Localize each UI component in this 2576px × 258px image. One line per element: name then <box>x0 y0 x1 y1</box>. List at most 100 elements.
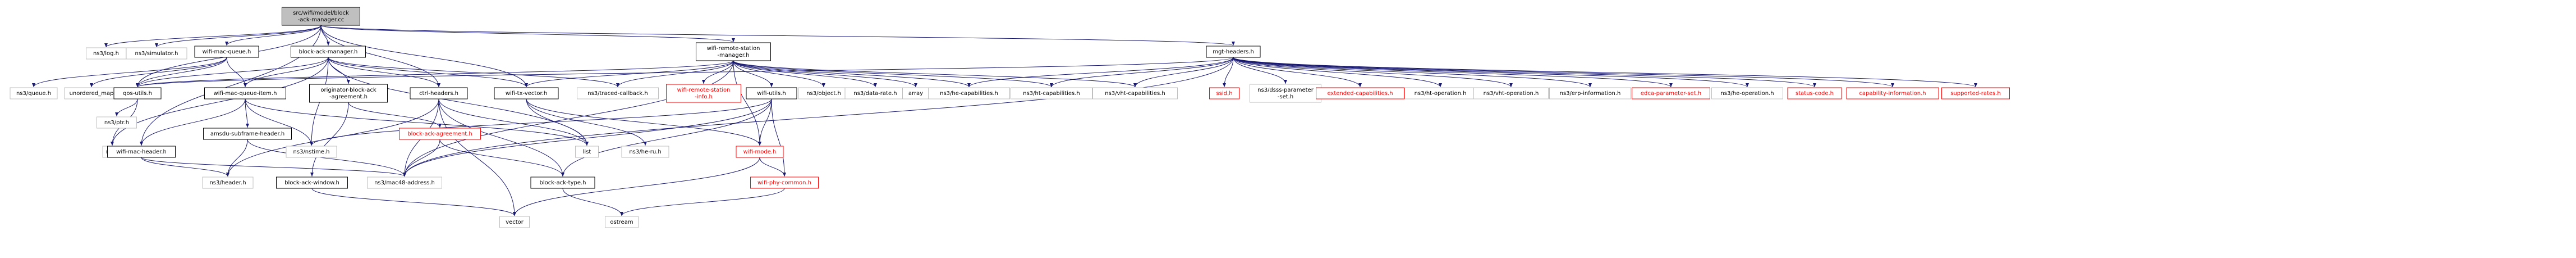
node-suprates[interactable]: supported-rates.h <box>1941 87 2010 99</box>
dependency-edges <box>32 25 1977 216</box>
node-box <box>1250 84 1321 103</box>
edge-wrsm-to-obj <box>733 60 825 88</box>
node-box <box>202 176 254 189</box>
node-list[interactable]: list <box>575 146 599 158</box>
node-bam[interactable]: block-ack-manager.h <box>291 46 366 58</box>
edge-ctrl-to-list <box>438 98 589 146</box>
node-tcb[interactable]: ns3/traced-callback.h <box>577 87 659 99</box>
node-label-line: ns3/dsss-parameter <box>1257 87 1314 93</box>
node-amsdu[interactable]: amsdu-subframe-header.h <box>203 128 292 140</box>
node-label-line: wifi-mac-queue.h <box>203 49 251 55</box>
node-batype[interactable]: block-ack-type.h <box>530 176 595 189</box>
edge-ctrl-to-vector <box>438 98 516 216</box>
node-wrsm[interactable]: wifi-remote-station-manager.h <box>696 42 771 61</box>
edge-mgt-to-extcap <box>1233 57 1362 88</box>
edge-amsdu-to-mac48 <box>247 139 406 177</box>
node-htop[interactable]: ns3/ht-operation.h <box>1404 87 1476 99</box>
edge-root-to-simulator <box>155 25 322 48</box>
node-box <box>367 176 442 189</box>
dependency-nodes: src/wifi/model/block-ack-manager.ccns3/l… <box>10 7 2010 228</box>
edge-wrsm-to-vhtcap <box>733 60 1137 88</box>
node-mgt[interactable]: mgt-headers.h <box>1206 46 1261 58</box>
node-extcap[interactable]: extended-capabilities.h <box>1316 87 1404 99</box>
edge-wmh-to-mac48 <box>141 157 406 177</box>
node-baa[interactable]: block-ack-agreement.h <box>399 128 481 140</box>
node-label-line: block-ack-manager.h <box>299 49 358 55</box>
edge-amsdu-to-header <box>226 139 248 177</box>
node-label-line: ns3/object.h <box>806 90 841 97</box>
node-capinfo[interactable]: capability-information.h <box>1846 87 1939 99</box>
edge-wtv-to-heru <box>526 98 647 146</box>
node-obaa[interactable]: originator-block-ack-agreement.h <box>309 84 388 103</box>
node-box <box>1209 87 1239 99</box>
node-array[interactable]: array <box>902 87 929 99</box>
node-wutils[interactable]: wifi-utils.h <box>746 87 797 99</box>
node-htcap[interactable]: ns3/ht-capabilities.h <box>1011 87 1092 99</box>
node-baw[interactable]: block-ack-window.h <box>276 176 348 189</box>
edge-wutils-to-wpc <box>771 98 786 177</box>
edge-wmode-to-wpc <box>759 157 786 177</box>
node-mac48[interactable]: ns3/mac48-address.h <box>367 176 442 189</box>
node-box <box>291 46 366 58</box>
edge-batype-to-ostream <box>562 188 623 216</box>
node-wmq[interactable]: wifi-mac-queue.h <box>194 46 259 58</box>
node-label-line: ns3/mac48-address.h <box>374 180 435 186</box>
node-box <box>410 87 468 99</box>
node-box <box>10 87 58 99</box>
node-ctrl[interactable]: ctrl-headers.h <box>410 87 468 99</box>
node-wtv[interactable]: wifi-tx-vector.h <box>494 87 559 99</box>
node-drate[interactable]: ns3/data-rate.h <box>844 87 906 99</box>
node-box <box>494 87 559 99</box>
node-umap[interactable]: unordered_map <box>64 87 119 99</box>
node-wmqi[interactable]: wifi-mac-queue-item.h <box>204 87 286 99</box>
node-queue[interactable]: ns3/queue.h <box>10 87 58 99</box>
node-header[interactable]: ns3/header.h <box>202 176 254 189</box>
edge-mgt-to-status <box>1233 57 1816 88</box>
node-nstime[interactable]: ns3/nstime.h <box>286 146 337 158</box>
node-vhtop[interactable]: ns3/vht-operation.h <box>1473 87 1549 99</box>
edge-root-to-wtv <box>320 25 528 88</box>
node-erp[interactable]: ns3/erp-information.h <box>1549 87 1631 99</box>
node-box <box>107 146 176 158</box>
node-edca[interactable]: edca-parameter-set.h <box>1632 87 1710 99</box>
node-box <box>194 46 259 58</box>
node-status[interactable]: status-code.h <box>1787 87 1842 99</box>
node-vector[interactable]: vector <box>499 216 530 228</box>
edge-wrsm-to-array <box>733 60 917 88</box>
node-box <box>1092 87 1178 99</box>
edge-wrsm-to-wtv <box>525 60 734 88</box>
node-wrsi[interactable]: wifi-remote-station-info.h <box>666 84 741 103</box>
node-wmh[interactable]: wifi-mac-header.h <box>107 146 176 158</box>
node-log[interactable]: ns3/log.h <box>86 47 126 60</box>
node-dsss[interactable]: ns3/dsss-parameter-set.h <box>1250 84 1321 103</box>
node-ptr[interactable]: ns3/ptr.h <box>97 116 137 129</box>
node-label-line: mgt-headers.h <box>1213 49 1254 55</box>
node-label-line: wifi-phy-common.h <box>757 180 811 186</box>
node-vhtcap[interactable]: ns3/vht-capabilities.h <box>1092 87 1178 99</box>
node-box <box>1549 87 1631 99</box>
node-hecap[interactable]: ns3/he-capabilities.h <box>928 87 1010 99</box>
node-heop[interactable]: ns3/he-operation.h <box>1711 87 1783 99</box>
edge-mgt-to-suprates <box>1233 57 1977 88</box>
node-box <box>1941 87 2010 99</box>
node-simulator[interactable]: ns3/simulator.h <box>126 47 187 60</box>
node-qos[interactable]: qos-utils.h <box>113 87 162 99</box>
node-label-line: wifi-tx-vector.h <box>506 90 547 97</box>
node-ssid[interactable]: ssid.h <box>1209 87 1239 99</box>
node-ostream[interactable]: ostream <box>605 216 639 228</box>
edge-baw-to-vector <box>311 188 516 216</box>
edge-mgt-to-hecap <box>967 57 1234 88</box>
node-label-line: ns3/data-rate.h <box>853 90 897 97</box>
node-label-line: block-ack-window.h <box>284 180 339 186</box>
node-box <box>399 128 481 140</box>
node-box <box>577 87 659 99</box>
node-wmode[interactable]: wifi-mode.h <box>736 146 784 158</box>
node-obj[interactable]: ns3/object.h <box>798 87 850 99</box>
node-label-line: src/wifi/model/block <box>293 10 349 16</box>
edge-root-to-bam <box>320 25 330 46</box>
node-wpc[interactable]: wifi-phy-common.h <box>750 176 819 189</box>
edge-wtv-to-wmode <box>526 98 761 146</box>
node-heru[interactable]: ns3/he-ru.h <box>621 146 669 158</box>
edge-mgt-to-ssid <box>1223 57 1234 88</box>
edge-mgt-to-vhtcap <box>1133 57 1234 88</box>
